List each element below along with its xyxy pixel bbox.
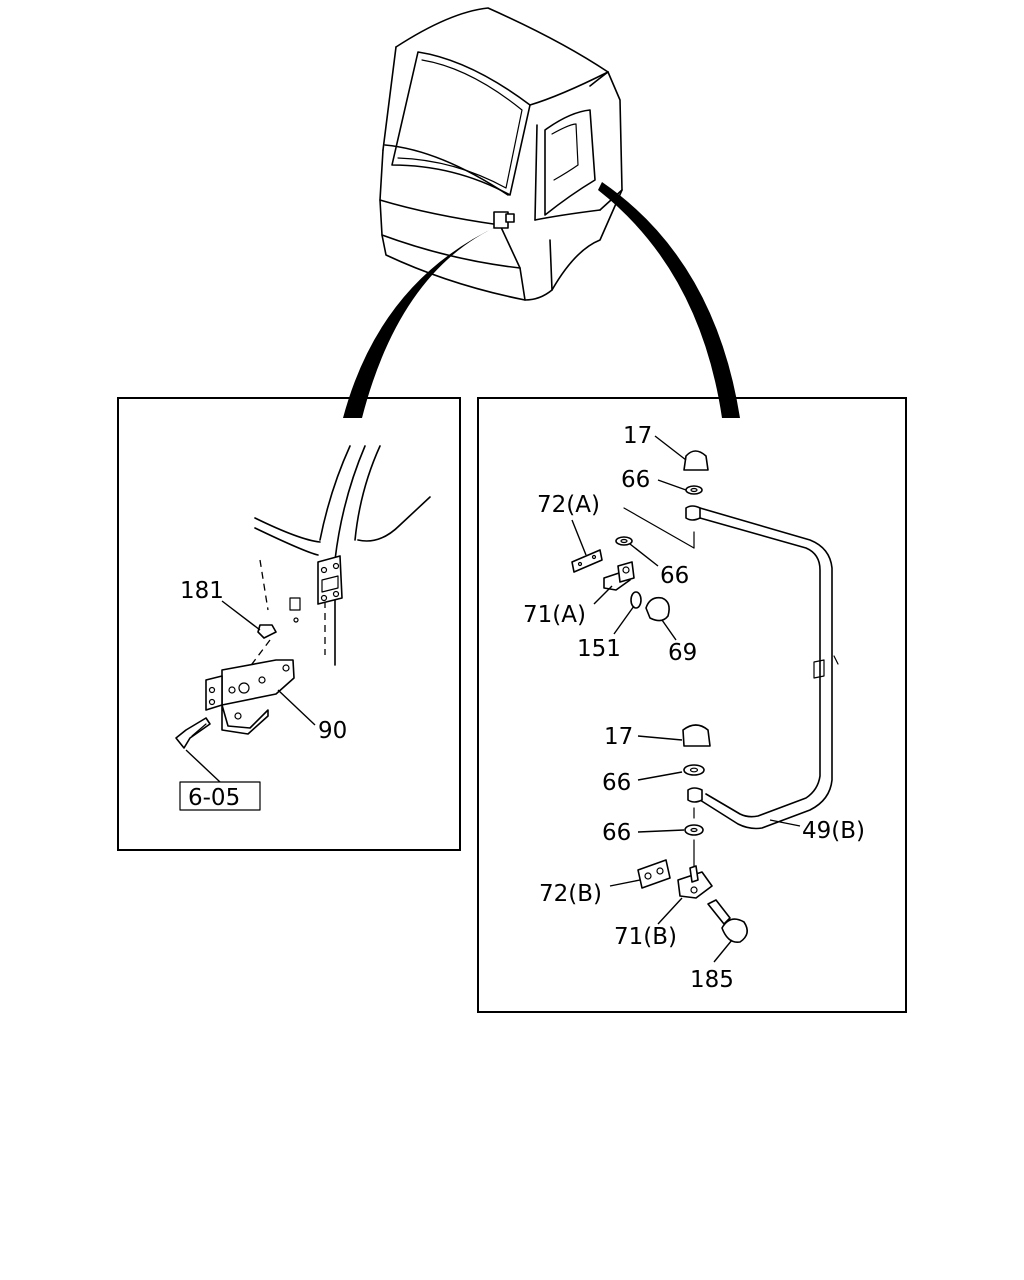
callout-90: 90	[318, 718, 347, 744]
leader-71b	[657, 897, 683, 925]
callout-17-bottom: 17	[604, 724, 633, 750]
leader-185	[713, 939, 733, 963]
leader-49b	[769, 819, 801, 827]
callout-181: 181	[180, 578, 224, 604]
callout-72a: 72(A)	[537, 492, 600, 518]
leader-151	[613, 605, 635, 635]
leader-66-top	[657, 479, 687, 491]
callout-71a: 71(A)	[523, 602, 586, 628]
leader-90	[277, 689, 316, 726]
leader-17-bottom	[637, 735, 683, 741]
truck-cab-illustration	[379, 7, 623, 301]
callout-49b: 49(B)	[802, 818, 865, 844]
callout-66-lower1: 66	[602, 770, 631, 796]
connector-arc-right	[598, 182, 740, 418]
callout-17-top: 17	[623, 423, 652, 449]
connector-arc-left	[343, 225, 500, 418]
right-detail-drawing	[571, 450, 839, 944]
leader-181	[221, 600, 261, 631]
callout-66-top: 66	[621, 467, 650, 493]
callout-72b: 72(B)	[539, 881, 602, 907]
leader-72a	[571, 519, 587, 556]
leader-66-lower1	[637, 771, 683, 781]
leader-71a	[593, 585, 613, 605]
leader-6-05	[185, 749, 221, 783]
leader-66-mid	[629, 543, 659, 567]
reference-6-05: 6-05	[188, 785, 240, 811]
leader-17-top	[654, 435, 687, 461]
leader-72b	[609, 879, 641, 887]
detail-box-right	[477, 397, 907, 1013]
detail-box-left	[117, 397, 461, 851]
callout-66-mid: 66	[660, 563, 689, 589]
callout-66-lower2: 66	[602, 820, 631, 846]
leader-69	[661, 619, 677, 641]
callout-71b: 71(B)	[614, 924, 677, 950]
leader-66-lower2	[637, 829, 685, 833]
callout-185: 185	[690, 967, 734, 993]
left-detail-drawing	[175, 445, 431, 749]
callout-69: 69	[668, 640, 697, 666]
callout-151: 151	[577, 636, 621, 662]
